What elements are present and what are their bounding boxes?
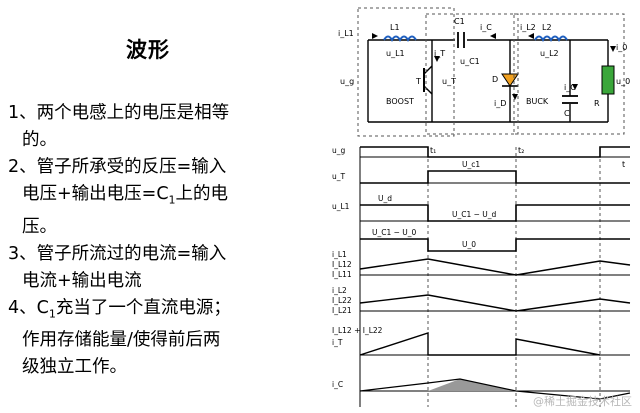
label-boost: BOOST xyxy=(386,97,414,106)
label-uL2: u_L2 xyxy=(540,49,559,58)
bullet-2-line-3: 压。 xyxy=(22,216,57,237)
wave-label-IL12: I_L12 xyxy=(332,260,352,269)
label-iL1: i_L1 xyxy=(338,29,354,38)
annot-uc1ud: U_C1 − U_d xyxy=(452,210,497,219)
bullet-3-line-1: 3、管子所流过的电流=输入 xyxy=(8,243,227,264)
wave-label-iL2: i_L2 xyxy=(332,286,347,295)
label-L1: L1 xyxy=(390,23,400,32)
label-iD: i_D xyxy=(494,99,506,108)
wave-label-IL11: I_L11 xyxy=(332,270,352,279)
bullet-2-line-1: 2、管子所承受的反压=输入 xyxy=(8,157,227,177)
wave-label-iC: i_C xyxy=(332,380,343,389)
label-iT: i_T xyxy=(434,49,445,58)
marker-t: t xyxy=(622,160,625,169)
label-D: D xyxy=(492,75,498,84)
bullet-4-line-3: 级独立工作。 xyxy=(22,357,127,377)
label-ug: u_g xyxy=(340,77,354,86)
label-C: C xyxy=(564,109,570,118)
bullet-1: 1、两个电感上的电压是相等 的。 xyxy=(8,100,326,154)
wave-label-ILsum: I_L12 + I_L22 xyxy=(332,326,383,335)
bullet-1-line-2: 的。 xyxy=(22,130,57,150)
wave-label-IL21: I_L21 xyxy=(332,306,352,315)
label-u0: u_0 xyxy=(616,77,630,86)
bullet-4: 4、C1充当了一个直流电源； 作用存储能量/使得前后两 级独立工作。 xyxy=(8,295,326,382)
bullet-list: 1、两个电感上的电压是相等 的。 2、管子所承受的反压=输入 电压+输出电压=C… xyxy=(8,100,326,381)
wave-label-uL1: u_L1 xyxy=(332,202,350,211)
bullet-4-line-1: 4、C1充当了一个直流电源； xyxy=(8,297,231,321)
label-L2: L2 xyxy=(542,23,552,32)
label-i0: i_0 xyxy=(616,43,627,52)
label-iC: i_C xyxy=(480,23,492,32)
bullet-3: 3、管子所流过的电流=输入 电流+输出电流 xyxy=(8,241,326,295)
bullet-3-line-2: 电流+输出电流 xyxy=(22,270,142,291)
annot-ud: U_d xyxy=(378,194,392,203)
label-uL1: u_L1 xyxy=(386,49,405,58)
label-buck: BUCK xyxy=(526,97,549,106)
waveform-diagram: t₁ t₂ t u_g u_T u_L1 i_L1 I_L12 I_L11 i_… xyxy=(332,146,631,407)
label-iL2: i_L2 xyxy=(520,23,536,32)
label-uT: u_T xyxy=(442,77,456,86)
wave-label-iL1: i_L1 xyxy=(332,250,347,259)
watermark: @稀土掘金技术社区 xyxy=(533,395,632,408)
text-panel: 波形 1、两个电感上的电压是相等 的。 2、管子所承受的反压=输入 电压+输出电… xyxy=(8,38,326,381)
label-uC1: u_C1 xyxy=(460,57,480,66)
label-T: T xyxy=(415,77,421,86)
marker-t2: t₂ xyxy=(518,146,524,155)
bullet-1-line-1: 1、两个电感上的电压是相等 xyxy=(8,103,230,123)
label-iC2: i_C xyxy=(564,83,576,92)
circuit-diagram: i_L1 L1 u_L1 C1 i_C u_C1 i_L2 L2 u_L2 i_… xyxy=(338,7,630,137)
wave-label-iT: i_T xyxy=(332,338,343,347)
slide-title: 波形 xyxy=(126,38,170,62)
marker-t1: t₁ xyxy=(430,146,436,155)
bullet-2: 2、管子所承受的反压=输入 电压+输出电压=C1上的电 压。 xyxy=(8,154,326,241)
annot-u0: U_0 xyxy=(462,240,476,249)
wave-label-uT: u_T xyxy=(332,172,346,181)
wave-label-ug: u_g xyxy=(332,146,346,155)
annot-uc1u0: U_C1 − U_0 xyxy=(372,228,417,237)
label-R: R xyxy=(594,99,600,108)
label-C1: C1 xyxy=(454,17,465,26)
figure-panel: i_L1 L1 u_L1 C1 i_C u_C1 i_L2 L2 u_L2 i_… xyxy=(330,0,640,413)
wave-label-IL22: I_L22 xyxy=(332,296,352,305)
bullet-2-line-2: 电压+输出电压=C1上的电 xyxy=(22,184,229,207)
annot-uc1: U_c1 xyxy=(462,160,480,169)
bullet-4-line-2: 作用存储能量/使得前后两 xyxy=(22,330,221,350)
